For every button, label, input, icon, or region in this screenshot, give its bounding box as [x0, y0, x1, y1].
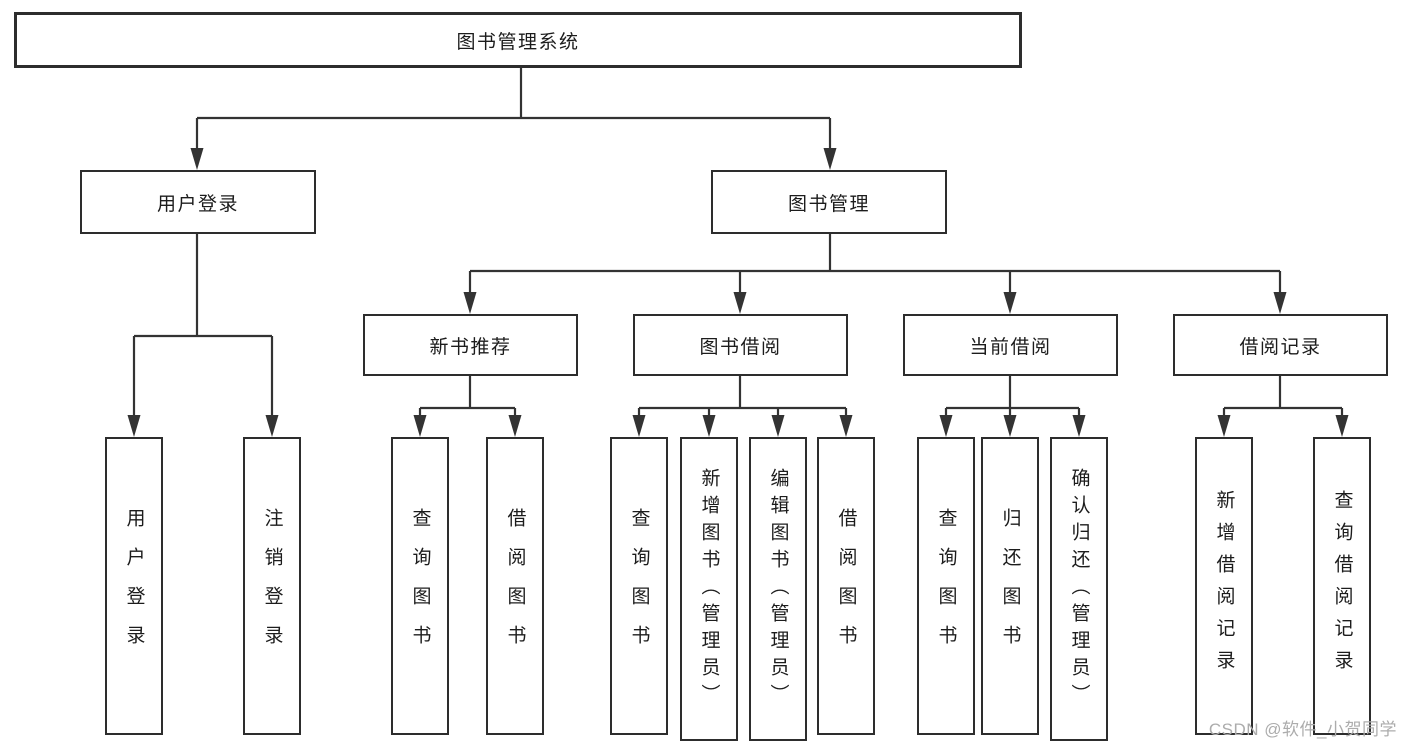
node-book-management: 图书管理: [711, 170, 947, 234]
node-book-borrow-label: 图书借阅: [699, 336, 782, 358]
node-new-book-recommend-label: 新书推荐: [429, 336, 512, 358]
node-borrow-record: 借阅记录: [1173, 314, 1388, 376]
leaf-add-book-admin: 新增图书（管理员）: [680, 437, 738, 741]
leaf-edit-book-admin: 编辑图书（管理员）: [749, 437, 807, 741]
node-user-login: 用户登录: [80, 170, 316, 234]
node-user-login-label: 用户登录: [156, 193, 239, 215]
csdn-watermark: CSDN @软件_小贺同学: [1208, 720, 1397, 739]
leaf-logout-label: 注销登录: [261, 508, 283, 664]
leaf-query-borrow-record-label: 查询借阅记录: [1331, 490, 1353, 682]
leaf-borrow-books-label: 借阅图书: [835, 508, 857, 664]
leaf-return-book-label: 归还图书: [999, 508, 1021, 664]
leaf-borrow-books: 借阅图书: [817, 437, 875, 735]
leaf-query-books-current: 查询图书: [917, 437, 975, 735]
connector-segments: [132, 68, 1344, 416]
leaf-add-borrow-record: 新增借阅记录: [1195, 437, 1253, 735]
leaf-user-login-label: 用户登录: [123, 508, 145, 664]
leaf-query-books-current-label: 查询图书: [935, 508, 957, 664]
leaf-query-books-borrow-label: 查询图书: [628, 508, 650, 664]
node-borrow-record-label: 借阅记录: [1239, 336, 1322, 358]
node-library-system: 图书管理系统: [14, 12, 1022, 68]
leaf-query-books-recommend-label: 查询图书: [409, 508, 431, 664]
arrowheads: [127, 148, 1349, 437]
leaf-query-books-borrow: 查询图书: [610, 437, 668, 735]
leaf-return-book: 归还图书: [981, 437, 1039, 735]
leaf-borrow-books-recommend-label: 借阅图书: [504, 508, 526, 664]
node-library-system-label: 图书管理系统: [456, 31, 580, 53]
node-book-management-label: 图书管理: [787, 193, 870, 215]
node-current-borrow: 当前借阅: [903, 314, 1118, 376]
leaf-query-borrow-record: 查询借阅记录: [1313, 437, 1371, 735]
node-book-borrow: 图书借阅: [633, 314, 848, 376]
leaf-borrow-books-recommend: 借阅图书: [486, 437, 544, 735]
node-new-book-recommend: 新书推荐: [363, 314, 578, 376]
leaf-add-book-admin-label: 新增图书（管理员）: [698, 467, 720, 711]
leaf-logout: 注销登录: [243, 437, 301, 735]
leaf-edit-book-admin-label: 编辑图书（管理员）: [767, 467, 789, 711]
leaf-query-books-recommend: 查询图书: [391, 437, 449, 735]
leaf-confirm-return-admin-label: 确认归还（管理员）: [1068, 467, 1090, 711]
leaf-confirm-return-admin: 确认归还（管理员）: [1050, 437, 1108, 741]
leaf-add-borrow-record-label: 新增借阅记录: [1213, 490, 1235, 682]
leaf-user-login: 用户登录: [105, 437, 163, 735]
node-current-borrow-label: 当前借阅: [969, 336, 1052, 358]
